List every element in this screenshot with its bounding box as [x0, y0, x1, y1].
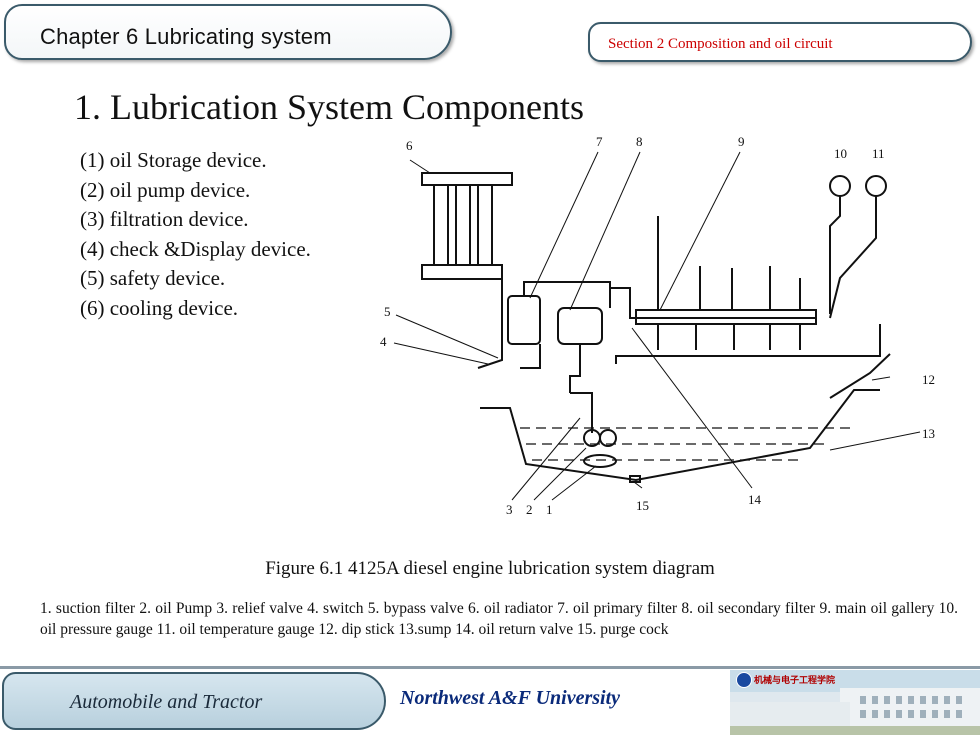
figure-caption: Figure 6.1 4125A diesel engine lubricati… [265, 558, 715, 579]
college-building-image [730, 670, 980, 735]
footer-tab: Automobile and Tractor [2, 672, 386, 730]
section-tab: Section 2 Composition and oil circuit [588, 22, 972, 62]
section-title: Section 2 Composition and oil circuit [608, 36, 833, 52]
chapter-title: Chapter 6 Lubricating system [40, 24, 332, 49]
list-item: (1) oil Storage device. [80, 148, 267, 172]
diagram-label-10: 10 [834, 146, 847, 161]
diagram-label-8: 8 [636, 134, 643, 149]
page-title: 1. Lubrication System Components [74, 87, 584, 127]
diagram-label-6: 6 [406, 138, 413, 153]
components-list: (1) oil Storage device. (2) oil pump dev… [80, 146, 311, 323]
diagram-label-13: 13 [922, 426, 935, 441]
list-item: (2) oil pump device. [80, 177, 251, 202]
list-item: (4) check &Display device. [80, 236, 311, 261]
chapter-tab: Chapter 6 Lubricating system [4, 4, 452, 60]
list-item: (3) filtration device. [80, 207, 249, 231]
diagram-label-11: 11 [872, 146, 885, 161]
diagram-label-9: 9 [738, 134, 745, 149]
college-logo-icon [736, 672, 752, 688]
diagram-label-2: 2 [526, 502, 533, 517]
footer-university: Northwest A&F University [400, 687, 621, 709]
list-item: (5) safety device. [80, 266, 226, 290]
diagram-label-3: 3 [506, 502, 513, 517]
footer-divider [0, 666, 980, 669]
diagram-label-7: 7 [596, 134, 603, 149]
diagram-label-15: 15 [636, 498, 649, 513]
lubrication-diagram: 1 2 3 4 5 6 7 8 9 10 11 12 13 14 15 [380, 134, 935, 517]
figure-legend: 1. suction filter 2. oil Pump 3. relief … [40, 600, 958, 638]
diagram-label-5: 5 [384, 304, 391, 319]
diagram-label-1: 1 [546, 502, 553, 517]
college-label: 机械与电子工程学院 [754, 676, 836, 686]
footer-course: Automobile and Tractor [70, 691, 263, 713]
list-item: (6) cooling device. [80, 295, 239, 320]
diagram-label-4: 4 [380, 334, 387, 349]
diagram-label-14: 14 [748, 492, 762, 507]
diagram-label-12: 12 [922, 372, 935, 387]
